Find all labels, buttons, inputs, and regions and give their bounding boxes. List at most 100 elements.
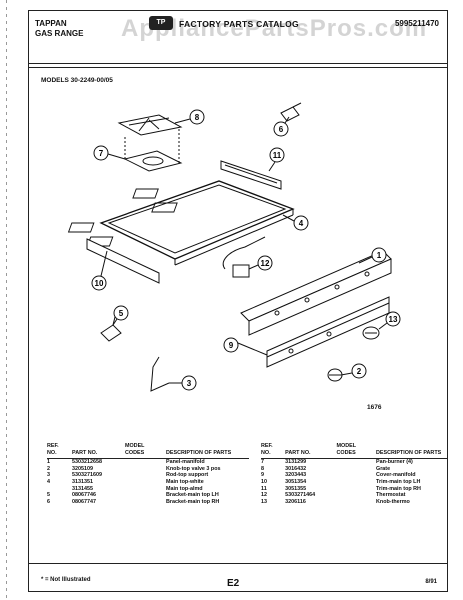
callout-11: 11 xyxy=(273,151,282,160)
cell-desc: Knob-thermo xyxy=(376,498,410,505)
cell-ref: 5 xyxy=(47,492,50,499)
callout-circles xyxy=(91,109,401,391)
callout-13: 13 xyxy=(389,315,398,324)
product-type: GAS RANGE xyxy=(35,29,84,38)
cell-ref: 8 xyxy=(261,465,264,472)
callout-4: 4 xyxy=(299,219,304,228)
cell-desc: Pan-burner (4) xyxy=(376,459,413,466)
table-row: 1 5303212658 Panel-manifold xyxy=(47,459,249,466)
cell-model xyxy=(337,486,376,493)
catalog-title: FACTORY PARTS CATALOG xyxy=(179,19,299,29)
footnote: * = Not Illustrated xyxy=(41,577,91,583)
cell-part: 5303271609 xyxy=(72,472,102,479)
cell-ref: 2 xyxy=(47,465,50,472)
brand-name: TAPPAN xyxy=(35,19,67,28)
parts-right-body: 7 3131299 Pan-burner (4) 8 3016432 Grate 9 3203… xyxy=(261,459,447,506)
cell-part: 3016432 xyxy=(285,465,307,472)
callout-1: 1 xyxy=(377,251,382,260)
callout-5: 5 xyxy=(119,309,124,318)
cell-ref: 11 xyxy=(261,485,267,492)
cell-part: 3131299 xyxy=(285,459,307,466)
table-row: 3 5303271609 Rod-top support xyxy=(47,472,249,479)
cell-part: 3203443 xyxy=(285,472,307,479)
header-rule xyxy=(29,63,447,64)
callout-3: 3 xyxy=(187,379,192,388)
cell-desc: Panel-manifold xyxy=(166,459,205,466)
callout-10: 10 xyxy=(95,279,104,288)
cell-ref: 1 xyxy=(47,459,50,466)
cell-ref: 4 xyxy=(47,478,50,485)
cell-ref: 10 xyxy=(261,478,267,485)
cell-part: 3051354 xyxy=(285,478,307,485)
cell-desc: Bracket-main top RH xyxy=(166,498,220,505)
cell-model xyxy=(125,466,166,473)
cell-ref xyxy=(47,486,72,493)
burner-pan-part xyxy=(123,129,183,172)
col-model: MODEL CODES xyxy=(125,443,166,460)
cell-part: 5303212658 xyxy=(72,459,102,466)
table-row: 7 3131299 Pan-burner (4) xyxy=(261,459,447,466)
figure-number: 1676 xyxy=(367,404,382,411)
cell-part: 3131455 xyxy=(72,485,93,492)
cell-desc: Trim-main top LH xyxy=(376,478,421,485)
cell-part: 3051355 xyxy=(285,485,307,492)
brand-block: TAPPAN GAS RANGE xyxy=(35,19,83,39)
col-desc: DESCRIPTION OF PARTS xyxy=(376,443,447,460)
cell-desc: Grate xyxy=(376,465,391,472)
table-header-row: REF. NO. PART NO. MODEL CODES DESCRIPTIO… xyxy=(261,443,447,460)
trim-rh-part xyxy=(220,160,282,190)
parts-table-left: REF. NO. PART NO. MODEL CODES DESCRIPTIO… xyxy=(47,443,249,505)
callout-6: 6 xyxy=(279,125,284,134)
knob-valve-part xyxy=(327,368,343,382)
page-label: E2 xyxy=(227,578,240,589)
col-desc: DESCRIPTION OF PARTS xyxy=(166,443,249,460)
table-row: 10 3051354 Trim-main top LH xyxy=(261,479,447,486)
bracket-rh-part xyxy=(280,102,302,122)
cell-ref: 9 xyxy=(261,472,264,479)
table-row: 3131455 Main top-almd xyxy=(47,486,249,493)
cell-desc: Main top-almd xyxy=(166,485,203,492)
table-row: 5 08067746 Bracket-main top LH xyxy=(47,492,249,499)
cell-desc: Thermostat xyxy=(376,492,406,499)
cell-part: 5303271464 xyxy=(285,492,316,499)
cell-model xyxy=(337,492,376,499)
table-row: 8 3016432 Grate xyxy=(261,466,447,473)
knob-thermo-part xyxy=(362,326,380,340)
cell-model xyxy=(125,459,166,466)
bracket-lh-part xyxy=(100,316,122,342)
cell-ref: 7 xyxy=(261,459,264,466)
panel-manifold-part xyxy=(240,250,392,336)
models-label: MODELS 30-2249-00/05 xyxy=(41,77,113,84)
callout-7: 7 xyxy=(99,149,104,158)
cell-model xyxy=(125,479,166,486)
cell-model xyxy=(125,499,166,506)
cell-ref: 3 xyxy=(47,472,50,479)
callout-12: 12 xyxy=(261,259,270,268)
page-date: 8/91 xyxy=(425,579,437,585)
scan-edge-artifact xyxy=(6,0,7,600)
cell-desc: Cover-manifold xyxy=(376,472,416,479)
cell-desc: Rod-top support xyxy=(166,472,209,479)
brand-logo: TP xyxy=(149,16,173,30)
cell-part: 3205109 xyxy=(72,465,93,472)
callout-8: 8 xyxy=(195,113,200,122)
catalog-part-number: 5995211470 xyxy=(394,19,439,28)
cell-model xyxy=(125,492,166,499)
cell-part: 3206116 xyxy=(285,498,306,505)
callout-9: 9 xyxy=(229,341,234,350)
cell-part: 08067746 xyxy=(72,492,96,499)
rod-support-part xyxy=(150,356,170,392)
header-rule-thin xyxy=(29,67,447,68)
table-row: 11 3051355 Trim-main top RH xyxy=(261,486,447,493)
cell-desc: Trim-main top RH xyxy=(376,485,421,492)
cell-model xyxy=(337,466,376,473)
cell-model xyxy=(337,479,376,486)
cell-desc: Bracket-main top LH xyxy=(166,492,219,499)
cell-model xyxy=(125,472,166,479)
cell-part: 08067747 xyxy=(72,498,96,505)
thermostat-part xyxy=(222,236,266,278)
